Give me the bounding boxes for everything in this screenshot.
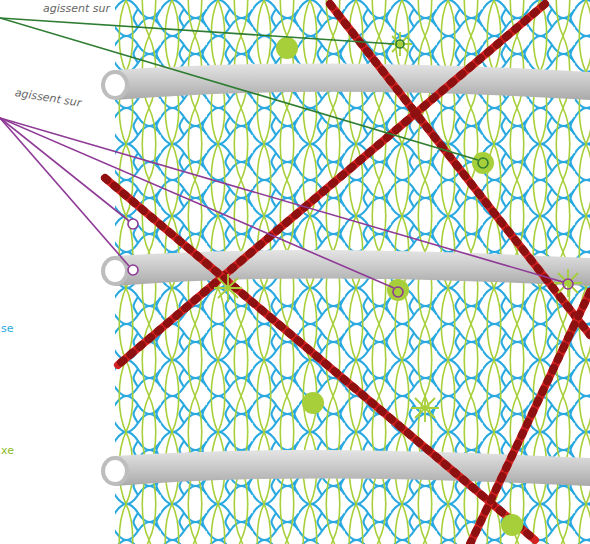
elastic-fibres: [105, 4, 590, 544]
legend-fragment: xe: [0, 444, 15, 457]
green-leader-lines: [0, 18, 488, 168]
green-stars: [214, 32, 582, 422]
green-dots: [276, 37, 523, 536]
collagen-mesh: [115, 0, 590, 544]
grey-fibres: [101, 63, 590, 486]
leader-caption: agissent sur: [13, 86, 83, 110]
legend-fragment: se: [0, 322, 15, 335]
leader-caption: agissent sur: [42, 2, 111, 15]
purple-leader-lines: [0, 118, 573, 297]
